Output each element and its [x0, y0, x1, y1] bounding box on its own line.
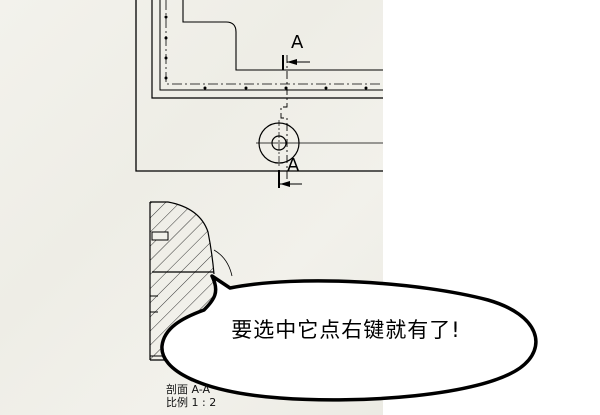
hole-feature[interactable] [256, 120, 383, 166]
section-marker-bottom: A [287, 155, 300, 176]
callout-bubble [160, 274, 538, 402]
section-view-scale: 比例 1 : 2 [166, 396, 217, 409]
section-view-label: 剖面 A-A [166, 383, 211, 396]
main-drawing-view[interactable] [135, 0, 383, 172]
callout-text: 要选中它点右键就有了! [231, 318, 461, 342]
section-marker-top: A [291, 32, 304, 53]
section-cut-line[interactable] [278, 55, 310, 188]
